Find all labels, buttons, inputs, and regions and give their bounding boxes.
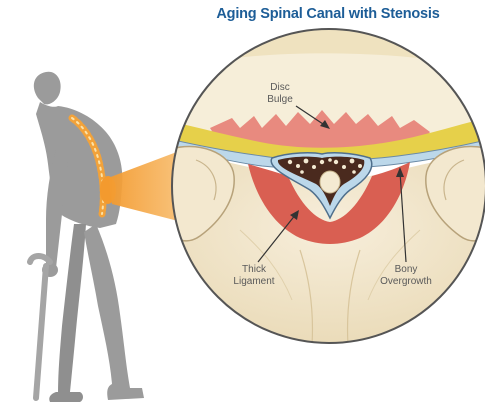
disc-bulge-label-line2: Bulge bbox=[250, 94, 310, 106]
bony-overgrowth-label-line2: Overgrowth bbox=[366, 276, 446, 288]
magnified-cross-section bbox=[160, 20, 485, 345]
bony-overgrowth-label-line1: Bony bbox=[366, 264, 446, 276]
disc-bulge-label: Disc Bulge bbox=[250, 82, 310, 106]
disc-bulge-label-line1: Disc bbox=[250, 82, 310, 94]
bony-overgrowth-label: Bony Overgrowth bbox=[366, 264, 446, 288]
thick-ligament-label-line2: Ligament bbox=[224, 276, 284, 288]
thick-ligament-label-line1: Thick bbox=[224, 264, 284, 276]
thick-ligament-label: Thick Ligament bbox=[224, 264, 284, 288]
elderly-person-silhouette bbox=[30, 72, 144, 402]
